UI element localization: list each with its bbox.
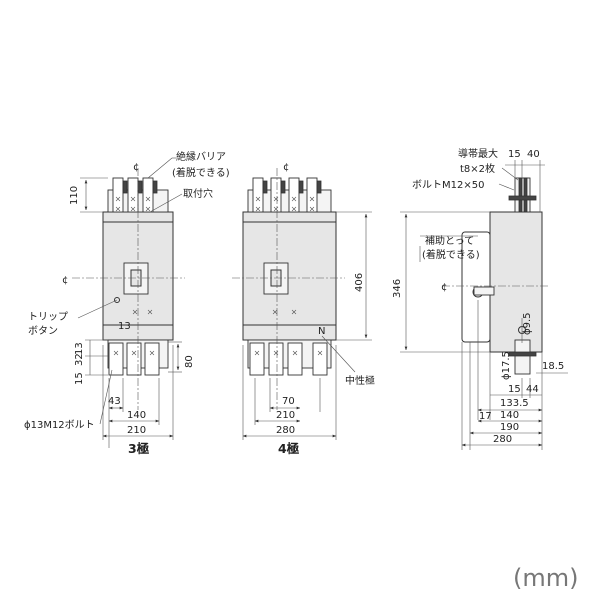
dimension-label: 406	[354, 273, 365, 292]
neutral-label: 中性極	[345, 374, 375, 387]
dimension-label: 140	[127, 410, 146, 421]
barrier-note: (着脱できる)	[172, 166, 230, 179]
aux-handle-label: 補助とって	[425, 234, 474, 247]
side-view: ¢ 15 40 導帯最大 t8×2枚 ボルトM12×50 補助とって (着脱でき…	[392, 147, 568, 450]
dimension-label: 190	[500, 422, 519, 433]
bolt-hole-label: ϕ13M12ボルト	[24, 419, 95, 431]
trip-label-2: ボタン	[28, 325, 58, 337]
conductor-thickness-label: t8×2枚	[460, 162, 495, 175]
dimension-label: 32	[74, 353, 85, 366]
dimension-label: ¢	[133, 162, 139, 173]
aux-handle-note: (着脱できる)	[422, 248, 480, 261]
four-pole-body	[242, 211, 337, 341]
dimension-label: 15	[508, 384, 521, 395]
dimension-label: ¢	[62, 275, 68, 286]
dimension-label: 140	[500, 410, 519, 421]
dimension-label: 44	[526, 384, 539, 395]
bolt-label: ボルトM12×50	[412, 179, 484, 191]
dimension-label: 210	[127, 425, 146, 436]
dimension-label: 43	[108, 396, 121, 407]
dimension-label: ϕ17.5	[501, 351, 512, 380]
unit-label: (mm)	[513, 564, 578, 592]
dimension-label: 40	[527, 149, 540, 160]
mount-hole-label: 取付穴	[183, 187, 213, 200]
dimension-label: ¢	[441, 282, 447, 293]
dimension-label: 18.5	[542, 361, 564, 372]
trip-label: トリップ	[28, 311, 68, 323]
barrier-label: 絶縁バリア	[176, 150, 226, 163]
dimension-label: 346	[392, 279, 403, 298]
three-pole-view: ¢ ¢ 110 32 15 13 13 80 43 140 210 3極	[62, 162, 195, 456]
dimension-label: 15	[74, 372, 85, 385]
three-pole-title: 3極	[128, 441, 150, 456]
dimension-label: 70	[282, 396, 295, 407]
dimension-label: 13	[118, 321, 131, 332]
conductor-label: 導帯最大	[458, 147, 498, 160]
dimension-label: 17	[479, 411, 492, 422]
dimension-label: 280	[493, 434, 512, 445]
dimension-label: ϕ9.5	[522, 313, 533, 336]
dimension-label: 15	[508, 149, 521, 160]
three-pole-callouts: 絶縁バリア (着脱できる) 取付穴 トリップ ボタン ϕ13M12ボルト	[24, 150, 230, 431]
side-body	[489, 211, 543, 353]
neutral-letter: N	[318, 326, 325, 337]
dimension-label: 133.5	[500, 398, 529, 409]
dimension-label: 210	[276, 410, 295, 421]
dimension-label: 110	[69, 186, 80, 205]
dimension-label: 13	[74, 342, 85, 355]
dimension-label: 80	[184, 355, 195, 368]
dimension-label: 280	[276, 425, 295, 436]
four-pole-title: 4極	[278, 441, 300, 456]
four-pole-view: ¢ 406 N 中性極 70 210 280 4極	[232, 162, 375, 456]
dimension-label: ¢	[283, 162, 289, 173]
